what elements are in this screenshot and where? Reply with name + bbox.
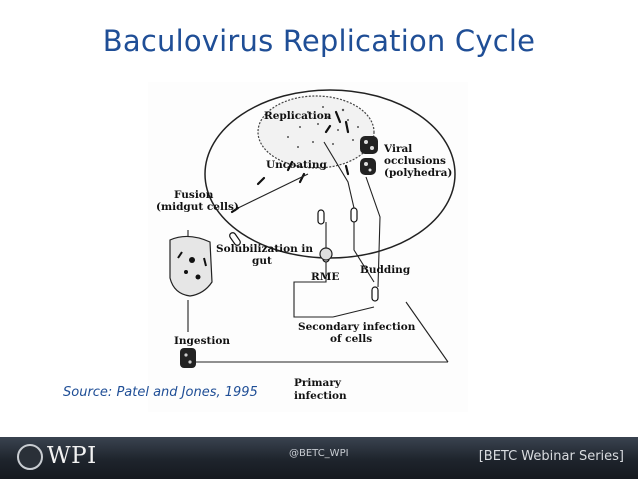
midgut-cell [169,235,213,297]
slide-title: Baculovirus Replication Cycle [102,24,536,58]
rme-vesicle [319,247,333,261]
nucleus-stipple [287,106,359,148]
label-gut: gut [252,255,272,267]
label-ingestion: Ingestion [174,335,230,347]
diagram-canvas: Replication Uncoating Viral occlusions (… [156,89,456,402]
replication-cycle-diagram: Replication Uncoating Viral occlusions (… [148,82,468,412]
label-viral: Viral [383,143,412,155]
wpi-logo: WPI [47,443,97,469]
label-uncoating: Uncoating [266,159,327,171]
footer-bar: WPI @BETC_WPI [BETC Webinar Series] [0,437,638,479]
flow-arrows [187,141,449,363]
label-rme: RME [311,271,339,283]
label-replication: Replication [264,110,332,122]
label-fusion: Fusion [174,189,214,201]
label-budding: Budding [360,264,411,276]
ingested-polyhedron-icon [180,348,196,368]
midgut-cell-contents [177,251,207,280]
twitter-handle: @BETC_WPI [289,448,349,459]
label-midgut-cells: (midgut cells) [156,201,239,213]
label-of-cells: of cells [330,333,372,345]
wpi-seal-icon [17,444,43,470]
label-infection: infection [294,390,347,402]
nucleus-outline [257,95,375,169]
label-occlusions: occlusions [384,155,446,167]
source-citation: Source: Patel and Jones, 1995 [63,385,258,400]
label-secondary-infection: Secondary infection [298,321,416,333]
label-polyhedra: (polyhedra) [384,167,452,179]
polyhedra-icons [360,136,378,175]
virion-rods [230,110,350,214]
label-solubilization: Solubilization in [216,243,313,255]
label-primary: Primary [294,377,342,389]
webinar-series-label: [BETC Webinar Series] [478,449,624,464]
